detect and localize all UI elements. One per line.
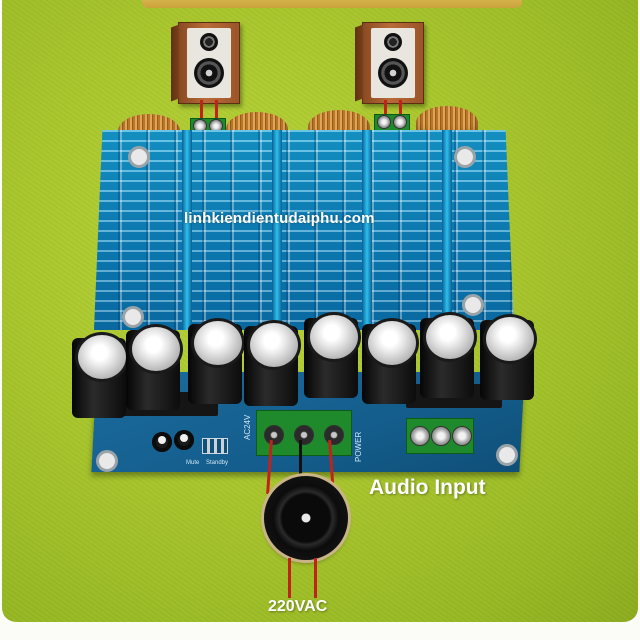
frame-edge	[142, 0, 522, 8]
heatsink	[94, 130, 514, 330]
mains-wire	[314, 558, 317, 598]
mount-hole	[128, 146, 150, 168]
capacitor	[362, 318, 419, 404]
mains-wire	[288, 558, 291, 598]
mute-label: Mute	[186, 460, 200, 466]
capacitor	[480, 314, 537, 400]
capacitor	[244, 320, 301, 406]
power-label: POWER	[354, 431, 363, 462]
mute-switch	[152, 432, 172, 452]
power-voltage-label: 220VAC	[268, 598, 328, 615]
standby-label: Standby	[206, 460, 229, 466]
speaker-wire	[384, 100, 387, 122]
capacitor	[126, 324, 183, 410]
capacitor	[188, 318, 245, 404]
jumper-pins	[202, 438, 228, 454]
speaker-right-icon	[355, 22, 424, 104]
mount-hole	[96, 450, 118, 472]
capacitor	[304, 312, 361, 398]
audio-input-label: Audio Input	[369, 476, 486, 499]
mount-hole	[496, 444, 518, 466]
power-wire	[299, 440, 302, 480]
speaker-left-icon	[171, 22, 240, 104]
speaker-wire	[215, 100, 218, 124]
speaker-terminal	[374, 114, 410, 134]
ac-label: AC24V	[243, 414, 252, 440]
standby-switch	[174, 430, 194, 450]
product-photo: linhkiendientudaiphu.com AC24V POWER Mut…	[2, 0, 638, 622]
mount-hole	[462, 294, 484, 316]
mount-hole	[454, 146, 476, 168]
watermark-text: linhkiendientudaiphu.com	[184, 210, 375, 227]
toroidal-transformer	[264, 476, 348, 560]
audio-input-terminal	[406, 418, 474, 454]
mount-hole	[122, 306, 144, 328]
speaker-wire	[200, 100, 203, 124]
capacitor	[72, 332, 129, 418]
capacitor	[420, 312, 477, 398]
speaker-wire	[399, 100, 402, 122]
